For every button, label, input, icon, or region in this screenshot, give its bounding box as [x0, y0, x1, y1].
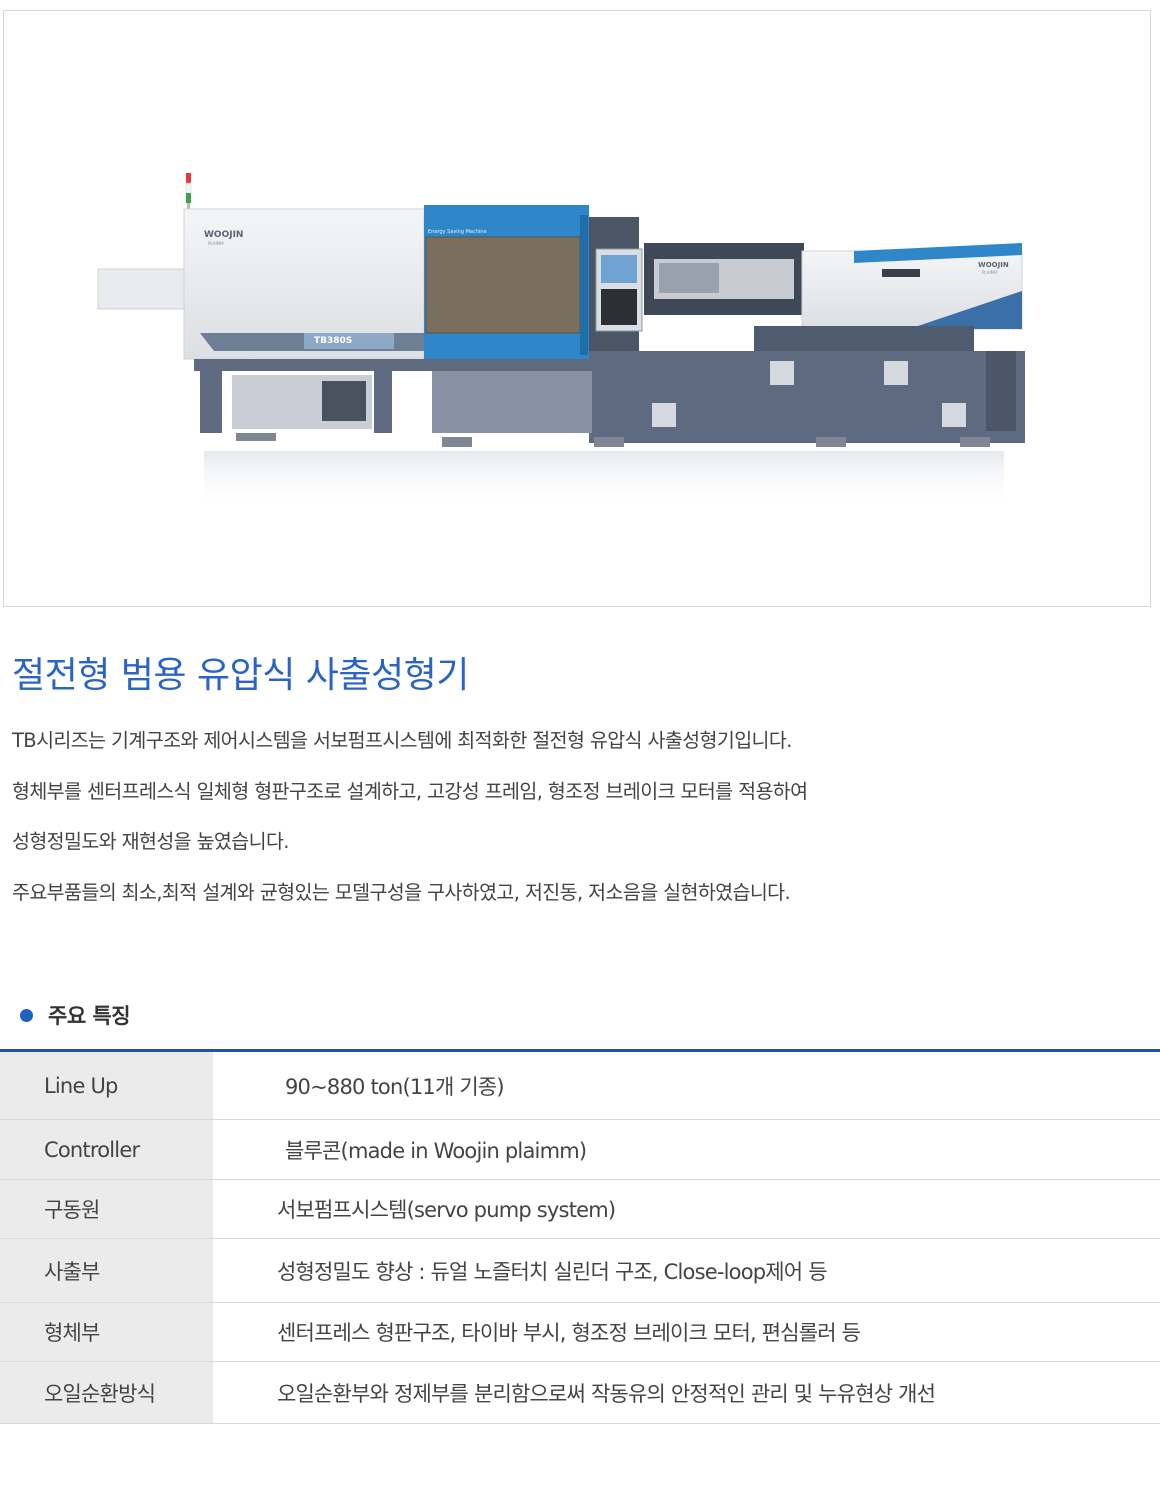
injection-molding-machine-illustration: WOOJIN PLAIMM Energy Saving Machine TB38… — [97, 173, 1025, 511]
machine-model-label: TB380S — [314, 336, 352, 346]
machine-brand-sub-right: PLAIMM — [982, 270, 998, 275]
features-section-header: 주요 특징 — [20, 996, 131, 1034]
row-key: 구동원 — [0, 1180, 213, 1238]
product-description: TB시리즈는 기계구조와 제어시스템을 서보펌프시스템에 최적화한 절전형 유압… — [12, 716, 1142, 918]
table-row: 구동원 서보펌프시스템(servo pump system) — [0, 1180, 1160, 1239]
row-key: 오일순환방식 — [0, 1362, 213, 1423]
row-key: Controller — [0, 1120, 213, 1179]
machine-panel-label: Energy Saving Machine — [428, 229, 487, 235]
table-row: Line Up 90~880 ton(11개 기종) — [0, 1052, 1160, 1120]
description-line: 성형정밀도와 재현성을 높였습니다. — [12, 830, 290, 853]
features-table: Line Up 90~880 ton(11개 기종) Controller 블루… — [0, 1049, 1160, 1424]
row-value: 오일순환부와 정제부를 분리함으로써 작동유의 안정적인 관리 및 누유현상 개… — [277, 1381, 936, 1406]
machine-brand-right: WOOJIN — [978, 261, 1009, 269]
row-value: 성형정밀도 향상 : 듀얼 노즐터치 실린더 구조, Close-loop제어 … — [277, 1259, 828, 1284]
table-row: 사출부 성형정밀도 향상 : 듀얼 노즐터치 실린더 구조, Close-loo… — [0, 1239, 1160, 1303]
description-line: TB시리즈는 기계구조와 제어시스템을 서보펌프시스템에 최적화한 절전형 유압… — [12, 729, 792, 752]
features-heading: 주요 특징 — [48, 1004, 131, 1028]
row-value: 90~880 ton(11개 기종) — [285, 1074, 505, 1099]
table-row: 형체부 센터프레스 형판구조, 타이바 부시, 형조정 브레이크 모터, 편심롤… — [0, 1303, 1160, 1362]
row-value: 서보펌프시스템(servo pump system) — [277, 1198, 616, 1222]
row-key: 사출부 — [0, 1239, 213, 1302]
table-row: Controller 블루콘(made in Woojin plaimm) — [0, 1120, 1160, 1180]
row-value: 블루콘(made in Woojin plaimm) — [285, 1138, 587, 1163]
row-value: 센터프레스 형판구조, 타이바 부시, 형조정 브레이크 모터, 편심롤러 등 — [277, 1321, 861, 1345]
description-line: 형체부를 센터프레스식 일체형 형판구조로 설계하고, 고강성 프레임, 형조정… — [12, 779, 808, 803]
product-image-frame: WOOJIN PLAIMM Energy Saving Machine TB38… — [3, 10, 1151, 607]
row-key: 형체부 — [0, 1303, 213, 1361]
description-line: 주요부품들의 최소,최적 설계와 균형있는 모델구성을 구사하였고, 저진동, … — [12, 880, 791, 904]
machine-brand-sub-left: PLAIMM — [208, 241, 224, 246]
bullet-dot-icon — [20, 1008, 33, 1022]
machine-brand-left: WOOJIN — [204, 230, 243, 240]
row-key: Line Up — [0, 1052, 213, 1119]
table-row: 오일순환방식 오일순환부와 정제부를 분리함으로써 작동유의 안정적인 관리 및… — [0, 1362, 1160, 1424]
page-title: 절전형 범용 유압식 사출성형기 — [12, 655, 469, 696]
